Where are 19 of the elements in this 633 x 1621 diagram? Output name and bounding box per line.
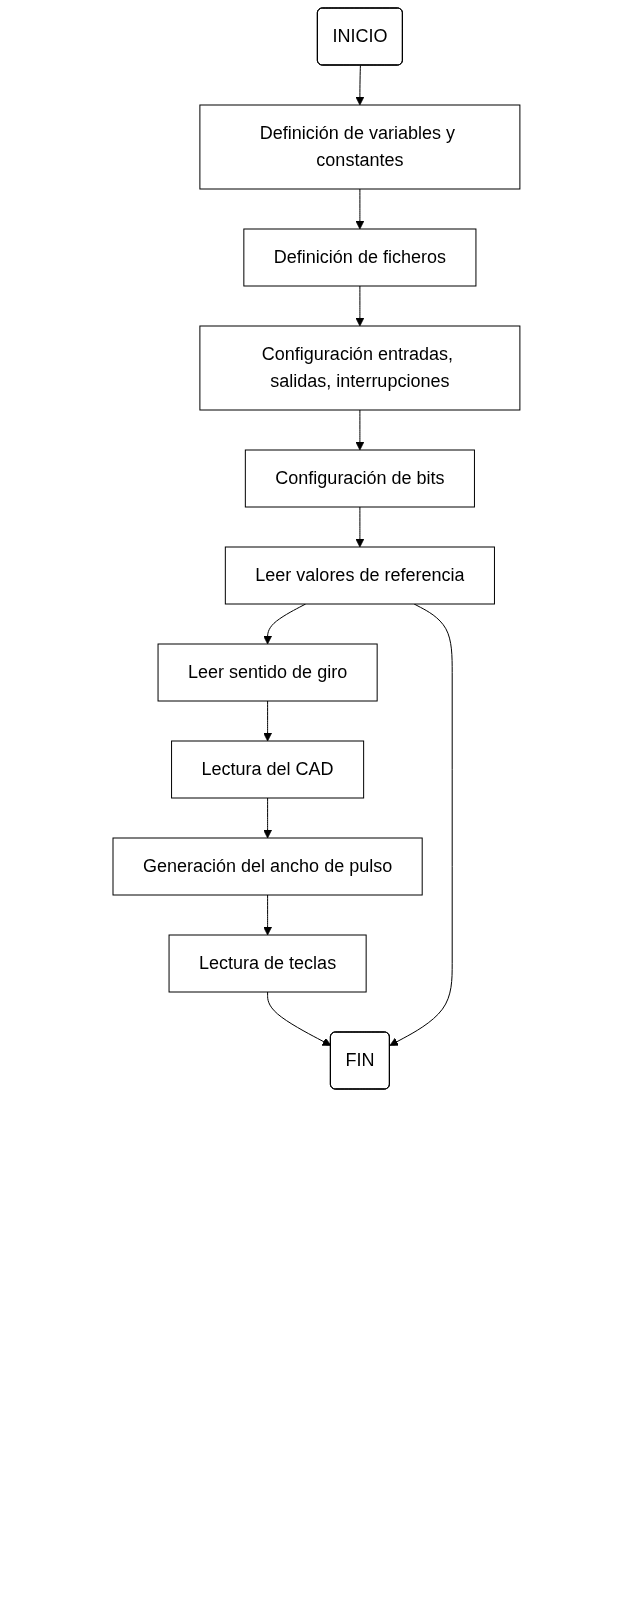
node-box: Configuración de bits — [244, 449, 475, 508]
node-box: Definición de ficheros — [243, 228, 477, 287]
node-box: Lectura de teclas — [168, 934, 367, 993]
arrow — [355, 409, 365, 451]
arrow — [267, 991, 332, 1046]
node-box: Configuración entradas, salidas, interrupciones — [199, 325, 521, 411]
arrow — [263, 700, 273, 742]
node-box: Generación del ancho de pulso — [112, 837, 423, 896]
node-box: Leer sentido de giro — [157, 643, 378, 702]
arrow — [355, 188, 365, 230]
arrow — [263, 797, 273, 839]
arrow — [355, 285, 365, 327]
arrow — [263, 894, 273, 936]
node-box: Lectura del CAD — [171, 740, 365, 799]
node-box: Definición de variables y constantes — [199, 104, 521, 190]
arrow — [389, 603, 453, 1046]
arrow — [355, 506, 365, 548]
node-box: Leer valores de referencia — [224, 546, 495, 605]
arrow — [355, 65, 365, 106]
